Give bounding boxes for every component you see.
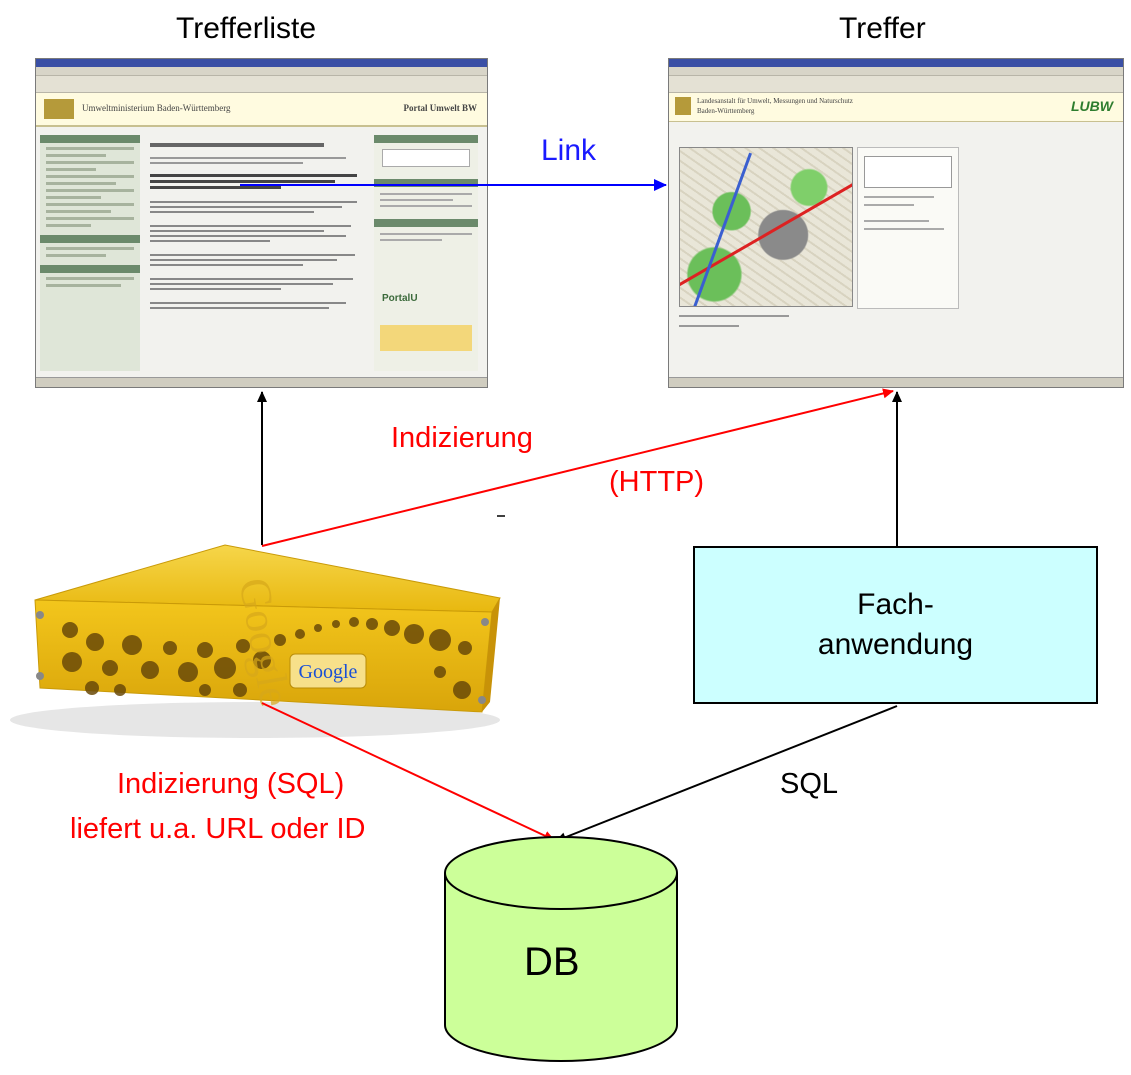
right-header-text-1: Landesanstalt für Umwelt, Messungen und … [697, 97, 853, 105]
link-label: Link [541, 134, 597, 167]
fachanwendung-label-2: anwendung [817, 628, 974, 661]
fachanwendung-label-1: Fach- [857, 587, 934, 621]
google-badge-logo: Google [299, 661, 358, 683]
arrow-fach-to-db [555, 705, 898, 842]
google-appliance: Google Google [10, 544, 501, 738]
db-label: DB [524, 940, 580, 984]
sql-label: SQL [780, 768, 839, 800]
right-header-text-2: Baden-Württemberg [697, 107, 755, 115]
indizierung-sql-label-1: Indizierung (SQL) [117, 768, 345, 800]
left-portal-text: Portal Umwelt BW [403, 103, 477, 113]
arrow-indizierung-http [261, 388, 894, 547]
state-crest-icon [44, 99, 74, 119]
indizierung-http-label-1: Indizierung [391, 422, 533, 454]
trefferliste-screenshot: Umweltministerium Baden-Württemberg Port… [35, 58, 488, 388]
db-cylinder [444, 836, 678, 1062]
left-header-text: Umweltministerium Baden-Württemberg [82, 103, 231, 113]
indizierung-http-label-2: (HTTP) [609, 466, 705, 498]
fachanwendung-box: Fach- anwendung [693, 546, 1098, 704]
indizierung-sql-label-2: liefert u.a. URL oder ID [70, 813, 366, 845]
portalu-logo: PortalU [382, 293, 418, 304]
treffer-title: Treffer [839, 12, 926, 45]
lubw-logo: LUBW [1071, 98, 1113, 114]
trefferliste-title: Trefferliste [176, 12, 317, 45]
topographic-map [679, 147, 853, 307]
arrow-indizierung-sql [261, 702, 555, 841]
crest-icon [675, 97, 691, 115]
treffer-screenshot: Landesanstalt für Umwelt, Messungen und … [668, 58, 1124, 388]
